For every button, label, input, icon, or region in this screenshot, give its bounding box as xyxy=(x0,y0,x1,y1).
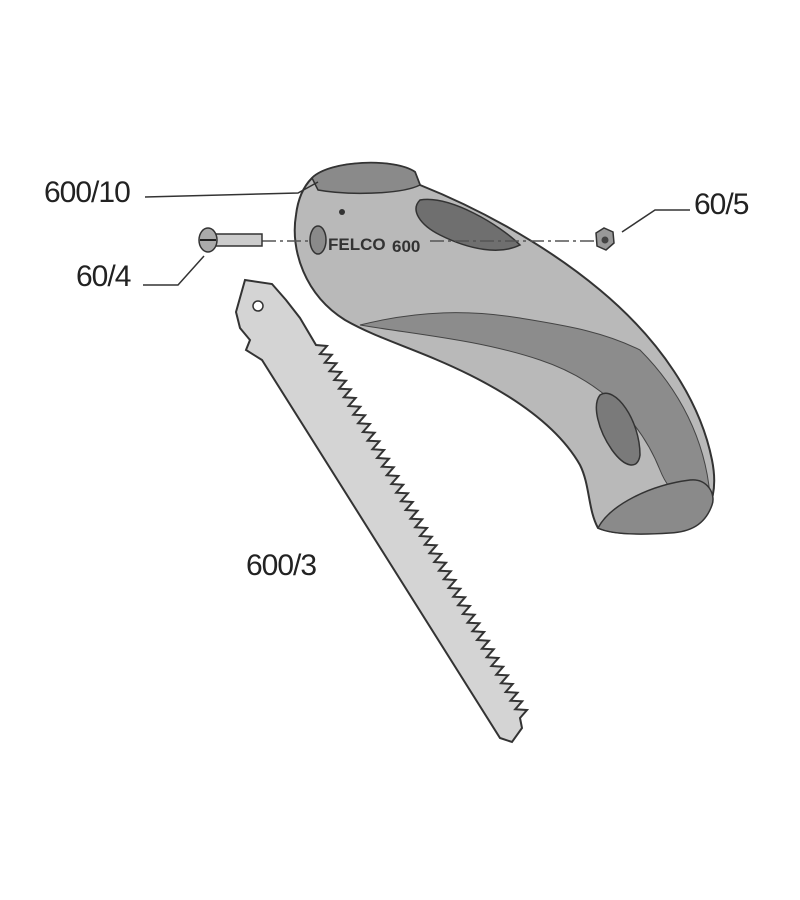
blade-pivot-hole xyxy=(252,300,264,312)
screw-shank xyxy=(211,233,263,247)
handle-part: FELCO 600 xyxy=(293,161,716,535)
handle-brand-marking: FELCO xyxy=(328,235,386,254)
label-blade: 600/3 xyxy=(246,549,316,582)
nut-hole xyxy=(601,236,609,244)
leader-600-10 xyxy=(144,181,319,198)
handle-top-cap xyxy=(311,162,421,194)
screw-part xyxy=(198,227,263,253)
handle-lower-hole xyxy=(595,392,641,466)
handle-upper-recess xyxy=(415,198,522,251)
handle-end-cap xyxy=(596,479,714,535)
handle-small-dot xyxy=(339,209,345,215)
nut-part xyxy=(595,227,615,251)
handle-model-marking: 600 xyxy=(392,237,420,256)
blade-body xyxy=(234,278,530,744)
blade-part xyxy=(234,278,530,744)
label-screw: 60/4 xyxy=(76,260,131,293)
leader-60-4 xyxy=(143,255,205,286)
label-handle: 600/10 xyxy=(44,176,130,209)
handle-pivot-hole xyxy=(309,225,327,255)
label-nut: 60/5 xyxy=(694,188,749,221)
leader-60-5 xyxy=(621,209,690,233)
